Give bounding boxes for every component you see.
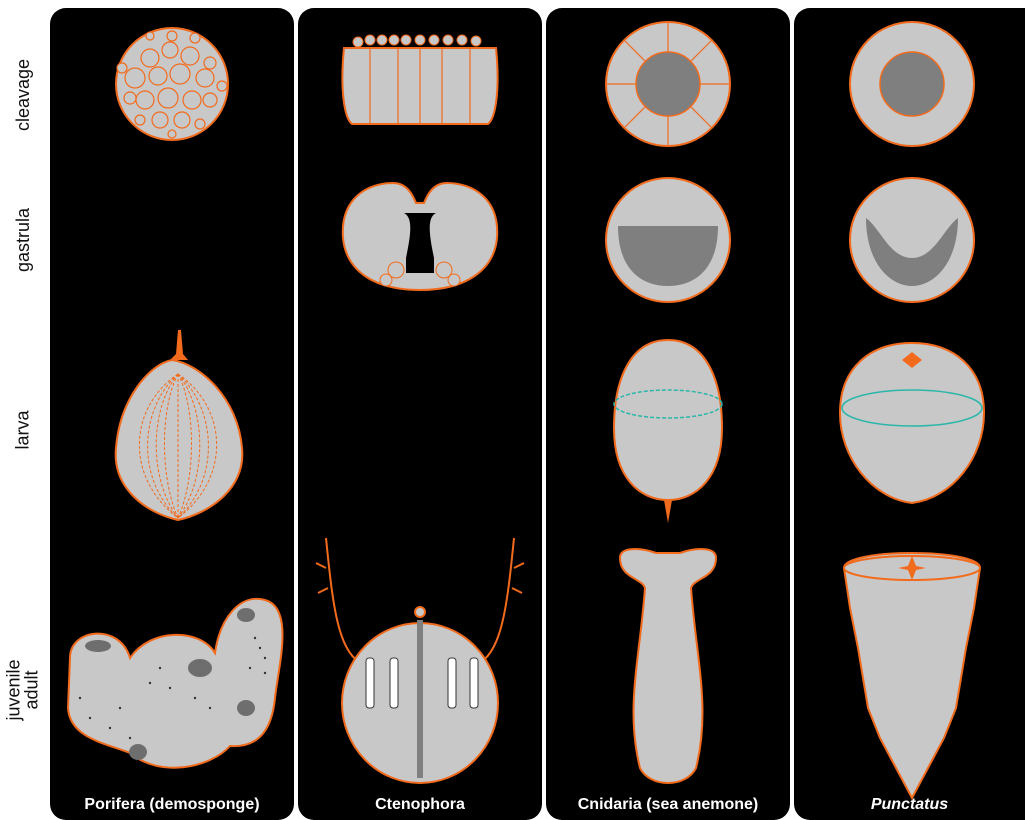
row-label-gastrula: gastrula (0, 190, 46, 290)
punctatus-stages (794, 8, 1025, 820)
ctenophora-gastrula (343, 183, 497, 290)
row-label-juvenile-adult: juvenile adult (0, 640, 46, 740)
punctatus-gastrula (850, 178, 974, 302)
porifera-cleavage (116, 28, 228, 140)
gastrula-label: gastrula (14, 208, 32, 272)
cnidaria-gastrula (606, 178, 730, 302)
row-label-larva: larva (0, 380, 46, 480)
ctenophora-juvenile (316, 538, 524, 783)
row-label-cleavage: cleavage (0, 40, 46, 150)
cnidaria-stages (546, 8, 790, 820)
column-title-punctatus: Punctatus (794, 796, 1025, 814)
adult-label: adult (23, 659, 41, 720)
panel-cnidaria: Cnidaria (sea anemone) (546, 8, 790, 820)
punctatus-juvenile (844, 553, 980, 798)
juvenile-adult-label: juvenile adult (5, 659, 41, 720)
ctenophora-stages (298, 8, 542, 820)
column-title-ctenophora: Ctenophora (298, 796, 542, 814)
cnidaria-larva (614, 340, 722, 523)
panel-punctatus: Punctatus (794, 8, 1025, 820)
panel-ctenophora: Ctenophora (298, 8, 542, 820)
porifera-larva (116, 330, 243, 520)
column-title-porifera: Porifera (demosponge) (50, 796, 294, 814)
porifera-juvenile (68, 599, 283, 768)
porifera-stages (50, 8, 294, 820)
ctenophora-cleavage (342, 35, 497, 124)
larva-label: larva (14, 410, 32, 449)
column-title-cnidaria: Cnidaria (sea anemone) (546, 796, 790, 814)
cleavage-label: cleavage (14, 59, 32, 131)
cnidaria-cleavage (606, 22, 730, 146)
cnidaria-juvenile (620, 549, 716, 783)
punctatus-larva (840, 343, 984, 503)
panel-porifera: Porifera (demosponge) (50, 8, 294, 820)
punctatus-cleavage (850, 22, 974, 146)
juvenile-label: juvenile (5, 659, 23, 720)
